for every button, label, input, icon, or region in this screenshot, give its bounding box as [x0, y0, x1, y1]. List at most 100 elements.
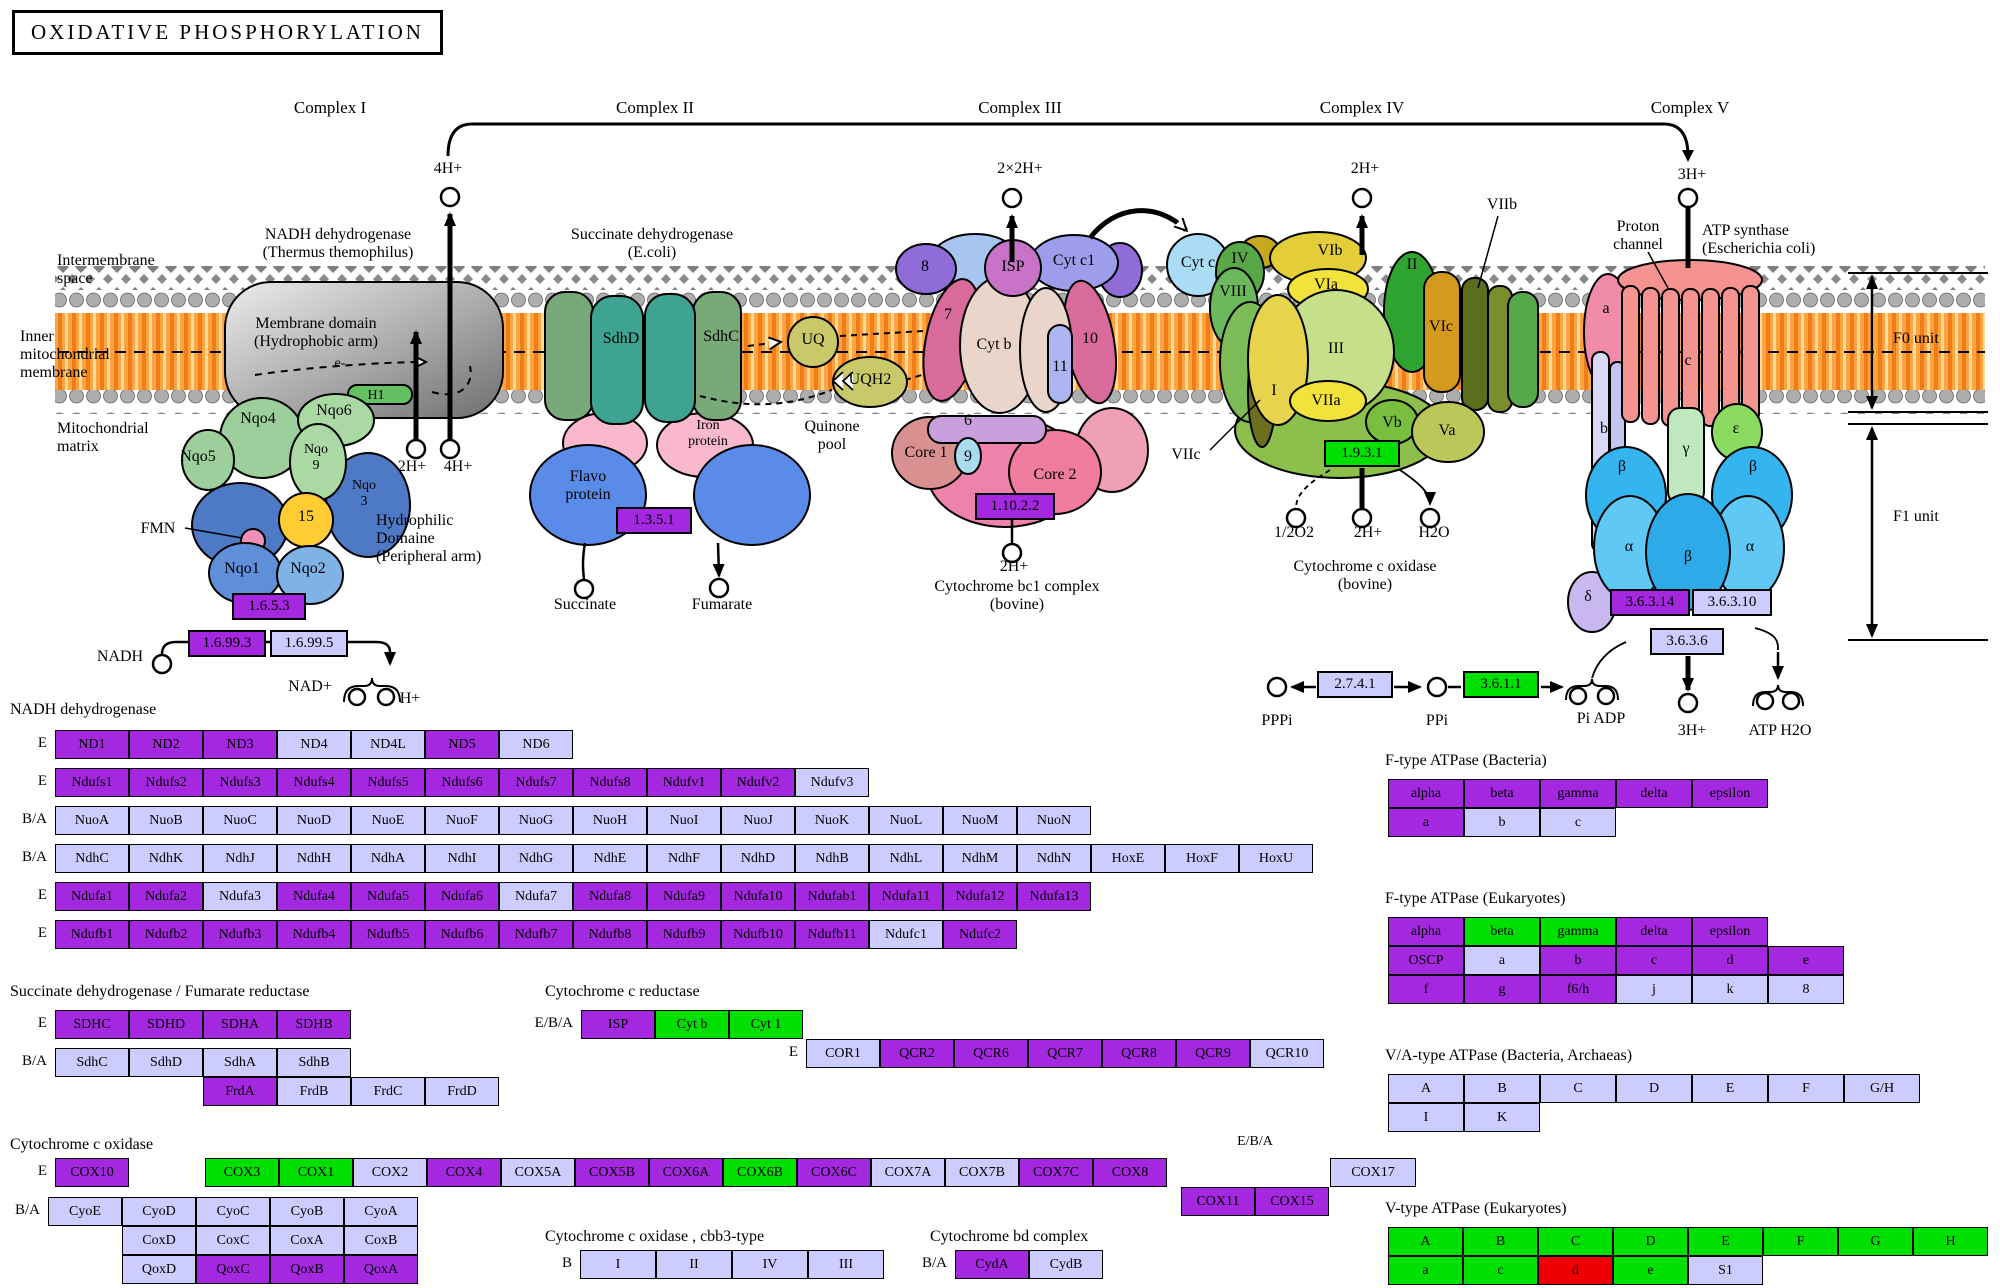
gene-c[interactable]: c: [1616, 946, 1692, 975]
gene-ndhg[interactable]: NdhG: [499, 844, 573, 873]
gene-ndufb10[interactable]: Ndufb10: [721, 920, 795, 949]
gene-k[interactable]: k: [1692, 975, 1768, 1004]
gene-qoxb[interactable]: QoxB: [270, 1255, 344, 1284]
gene-cox8[interactable]: COX8: [1093, 1158, 1167, 1187]
gene-ndufb1[interactable]: Ndufb1: [55, 920, 129, 949]
gene-delta[interactable]: delta: [1616, 779, 1692, 808]
ec-3-6-3-6[interactable]: 3.6.3.6: [1650, 628, 1724, 655]
gene-cox7a[interactable]: COX7A: [871, 1158, 945, 1187]
gene-ndha[interactable]: NdhA: [351, 844, 425, 873]
gene-ndufc2[interactable]: Ndufc2: [943, 920, 1017, 949]
gene-ndufb9[interactable]: Ndufb9: [647, 920, 721, 949]
gene-nd6[interactable]: ND6: [499, 730, 573, 759]
gene-cyt-1[interactable]: Cyt 1: [729, 1010, 803, 1039]
gene-a[interactable]: a: [1388, 808, 1464, 837]
gene-c[interactable]: C: [1540, 1074, 1616, 1103]
gene-ndufa7[interactable]: Ndufa7: [499, 882, 573, 911]
gene-alpha[interactable]: alpha: [1388, 779, 1464, 808]
gene-nuod[interactable]: NuoD: [277, 806, 351, 835]
gene-nd2[interactable]: ND2: [129, 730, 203, 759]
gene-ndufb8[interactable]: Ndufb8: [573, 920, 647, 949]
gene-ndhj[interactable]: NdhJ: [203, 844, 277, 873]
gene-8[interactable]: 8: [1768, 975, 1844, 1004]
ec-3-6-1-1[interactable]: 3.6.1.1: [1463, 671, 1539, 698]
gene-k[interactable]: K: [1464, 1103, 1540, 1132]
gene-qoxd[interactable]: QoxD: [122, 1255, 196, 1284]
gene-d[interactable]: d: [1692, 946, 1768, 975]
gene-j[interactable]: j: [1616, 975, 1692, 1004]
gene-c[interactable]: c: [1463, 1256, 1538, 1285]
gene-cox5a[interactable]: COX5A: [501, 1158, 575, 1187]
gene-ii[interactable]: II: [656, 1250, 732, 1279]
gene-nuon[interactable]: NuoN: [1017, 806, 1091, 835]
gene-ndufv3[interactable]: Ndufv3: [795, 768, 869, 797]
gene-cyoe[interactable]: CyoE: [48, 1197, 122, 1226]
gene-cox7c[interactable]: COX7C: [1019, 1158, 1093, 1187]
gene-alpha[interactable]: alpha: [1388, 917, 1464, 946]
gene-i[interactable]: I: [580, 1250, 656, 1279]
gene-ndufs5[interactable]: Ndufs5: [351, 768, 425, 797]
gene-ndufa2[interactable]: Ndufa2: [129, 882, 203, 911]
gene-sdhd[interactable]: SdhD: [129, 1048, 203, 1077]
gene-ndufa9[interactable]: Ndufa9: [647, 882, 721, 911]
ec-3-6-3-10[interactable]: 3.6.3.10: [1692, 589, 1772, 616]
gene-ndhi[interactable]: NdhI: [425, 844, 499, 873]
gene-ndufv1[interactable]: Ndufv1: [647, 768, 721, 797]
gene-qcr7[interactable]: QCR7: [1028, 1039, 1102, 1068]
gene-e[interactable]: E: [1688, 1227, 1763, 1256]
gene-e[interactable]: e: [1613, 1256, 1688, 1285]
gene-g[interactable]: G: [1838, 1227, 1913, 1256]
ec-1-10-2-2[interactable]: 1.10.2.2: [975, 493, 1055, 520]
gene-ndufs4[interactable]: Ndufs4: [277, 768, 351, 797]
ec-1-6-5-3[interactable]: 1.6.5.3: [232, 593, 306, 620]
gene-qcr8[interactable]: QCR8: [1102, 1039, 1176, 1068]
gene-cyt-b[interactable]: Cyt b: [655, 1010, 729, 1039]
gene-sdhc[interactable]: SDHC: [55, 1010, 129, 1039]
gene-c[interactable]: c: [1540, 808, 1616, 837]
gene-cox6c[interactable]: COX6C: [797, 1158, 871, 1187]
gene-ndufb3[interactable]: Ndufb3: [203, 920, 277, 949]
gene-oscp[interactable]: OSCP: [1388, 946, 1464, 975]
gene-d[interactable]: D: [1613, 1227, 1688, 1256]
gene-hoxf[interactable]: HoxF: [1165, 844, 1239, 873]
gene-cyoc[interactable]: CyoC: [196, 1197, 270, 1226]
gene-gamma[interactable]: gamma: [1540, 917, 1616, 946]
gene-ndufc1[interactable]: Ndufc1: [869, 920, 943, 949]
gene-b[interactable]: B: [1464, 1074, 1540, 1103]
gene-ndhh[interactable]: NdhH: [277, 844, 351, 873]
gene-epsilon[interactable]: epsilon: [1692, 917, 1768, 946]
gene-qcr10[interactable]: QCR10: [1250, 1039, 1324, 1068]
gene-ndhc[interactable]: NdhC: [55, 844, 129, 873]
ec-2-7-4-1[interactable]: 2.7.4.1: [1317, 671, 1393, 698]
gene-d[interactable]: d: [1538, 1256, 1613, 1285]
gene-coxa[interactable]: CoxA: [270, 1226, 344, 1255]
gene-nd4[interactable]: ND4: [277, 730, 351, 759]
gene-ndufs1[interactable]: Ndufs1: [55, 768, 129, 797]
gene-nuog[interactable]: NuoG: [499, 806, 573, 835]
gene-sdhd[interactable]: SDHD: [129, 1010, 203, 1039]
gene-cox6b[interactable]: COX6B: [723, 1158, 797, 1187]
gene-cox7b[interactable]: COX7B: [945, 1158, 1019, 1187]
gene-e[interactable]: e: [1768, 946, 1844, 975]
gene-cox15[interactable]: COX15: [1255, 1187, 1329, 1216]
gene-frdb[interactable]: FrdB: [277, 1077, 351, 1106]
gene-nuom[interactable]: NuoM: [943, 806, 1017, 835]
gene-ndufa5[interactable]: Ndufa5: [351, 882, 425, 911]
gene-ndufa13[interactable]: Ndufa13: [1017, 882, 1091, 911]
gene-hoxe[interactable]: HoxE: [1091, 844, 1165, 873]
gene-ndhm[interactable]: NdhM: [943, 844, 1017, 873]
gene-d[interactable]: D: [1616, 1074, 1692, 1103]
gene-nd5[interactable]: ND5: [425, 730, 499, 759]
gene-nuol[interactable]: NuoL: [869, 806, 943, 835]
gene-g[interactable]: g: [1464, 975, 1540, 1004]
gene-a[interactable]: a: [1464, 946, 1540, 975]
gene-ndufb11[interactable]: Ndufb11: [795, 920, 869, 949]
gene-qcr9[interactable]: QCR9: [1176, 1039, 1250, 1068]
gene-a[interactable]: a: [1388, 1256, 1463, 1285]
gene-sdhb[interactable]: SdhB: [277, 1048, 351, 1077]
gene-nuob[interactable]: NuoB: [129, 806, 203, 835]
gene-ndhk[interactable]: NdhK: [129, 844, 203, 873]
gene-ndhf[interactable]: NdhF: [647, 844, 721, 873]
gene-coxc[interactable]: CoxC: [196, 1226, 270, 1255]
gene-e[interactable]: E: [1692, 1074, 1768, 1103]
